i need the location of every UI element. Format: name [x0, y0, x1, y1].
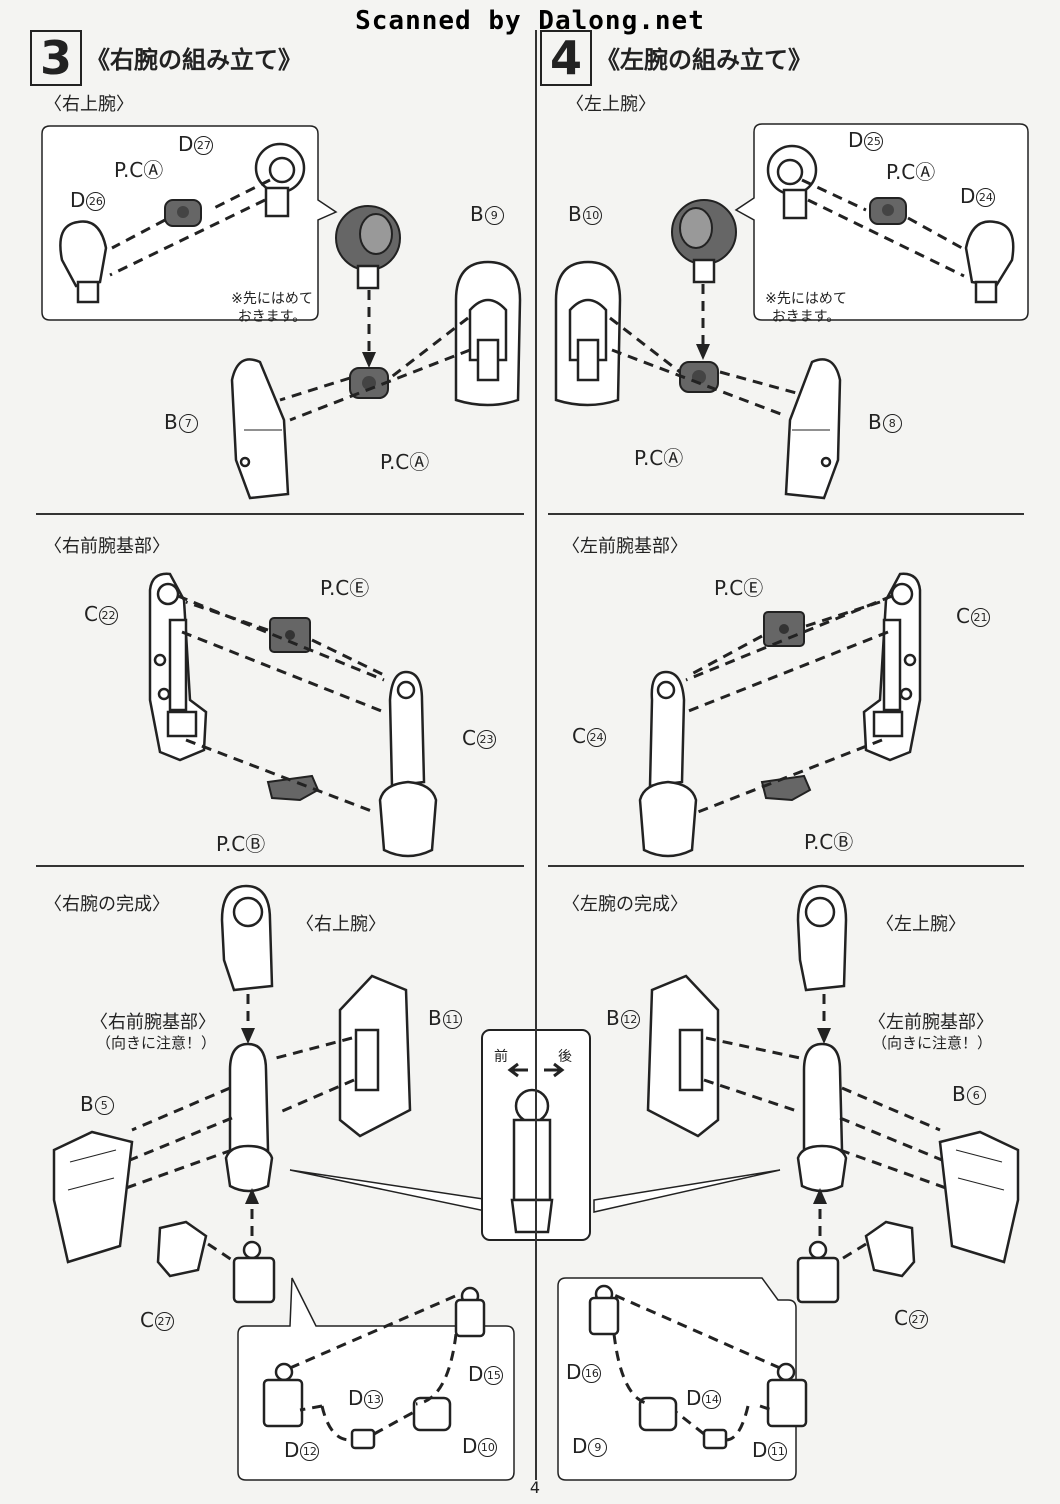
- part-hand-joint-right: [232, 1240, 276, 1304]
- label-front: 前: [494, 1049, 508, 1065]
- part-d10: [412, 1396, 452, 1432]
- part-d9: [638, 1396, 678, 1432]
- part-c23: [378, 670, 438, 858]
- part-b6: [938, 1130, 1020, 1264]
- label-back: 後: [558, 1049, 572, 1065]
- label-pc-a-small-right: P.CⒶ: [114, 158, 164, 182]
- part-left-upper-arm-assembly: [796, 884, 848, 992]
- label-right-forearm-base: 〈右前腕基部〉: [90, 1012, 216, 1033]
- part-d14: [702, 1428, 728, 1450]
- label-pc-a-bottom-left: P.CⒶ: [634, 446, 684, 470]
- note-preassemble-right: ※先にはめて おきます。: [231, 291, 313, 325]
- part-d26: [59, 220, 108, 304]
- part-b12: [646, 974, 720, 1138]
- part-d24: [964, 220, 1015, 304]
- part-c21: [862, 572, 922, 762]
- part-d11: [766, 1362, 808, 1428]
- label-left-upper-arm: 〈左上腕〉: [876, 914, 966, 935]
- part-pc-e-right: [269, 617, 311, 653]
- part-pc-a-small-left: [869, 197, 907, 225]
- scan-credit: Scanned by Dalong.net: [355, 6, 705, 36]
- heading-left-upper-arm: 〈左上腕〉: [566, 94, 656, 115]
- center-divider: [535, 30, 537, 1480]
- label-pc-a-small-left: P.CⒶ: [886, 160, 936, 184]
- part-pc-e-left: [763, 611, 805, 647]
- part-b8: [784, 358, 842, 500]
- label-pc-b-right: P.CⒷ: [216, 832, 266, 856]
- part-d27: [254, 142, 306, 218]
- label-right-upper-arm: 〈右上腕〉: [296, 914, 386, 935]
- part-right-forearm-assembly: [224, 1042, 274, 1193]
- label-pc-b-left: P.CⒷ: [804, 830, 854, 854]
- note-preassemble-left: ※先にはめて おきます。: [765, 291, 847, 325]
- heading-left-arm-complete: 〈左腕の完成〉: [562, 894, 688, 915]
- part-pc-a-small-right: [164, 199, 202, 227]
- part-c27-right: [156, 1220, 208, 1278]
- part-hand-joint-left: [796, 1240, 840, 1304]
- part-c24: [638, 670, 698, 858]
- part-left-forearm-assembly: [796, 1042, 848, 1193]
- step-number-3: 3: [30, 30, 82, 86]
- part-b7: [230, 358, 290, 500]
- part-b5: [52, 1130, 134, 1264]
- part-b11: [338, 974, 412, 1138]
- label-pc-e-left: P.CⒺ: [714, 576, 764, 600]
- heading-left-forearm-base: 〈左前腕基部〉: [562, 536, 688, 557]
- page-number: 4: [529, 1478, 541, 1497]
- part-ball-joint-left: [671, 199, 737, 284]
- part-d15: [454, 1286, 486, 1338]
- part-c22: [148, 572, 208, 762]
- step3-title: 《右腕の組み立て》: [86, 46, 302, 74]
- label-pc-a-bottom-right: P.CⒶ: [380, 450, 430, 474]
- part-pc-b-left: [760, 774, 812, 802]
- label-left-forearm-base: 〈左前腕基部〉: [868, 1012, 994, 1033]
- part-d13: [350, 1428, 376, 1450]
- note-orientation-right: （向きに注意！）: [96, 1034, 217, 1052]
- part-c27-left: [864, 1220, 916, 1278]
- part-pc-b-right: [266, 774, 320, 802]
- heading-right-arm-complete: 〈右腕の完成〉: [44, 894, 170, 915]
- part-b9: [454, 260, 522, 407]
- part-right-upper-arm-assembly: [220, 884, 274, 992]
- part-ball-joint-right: [335, 205, 401, 290]
- part-b10: [554, 260, 622, 407]
- part-d16: [588, 1284, 620, 1336]
- step4-title: 《左腕の組み立て》: [596, 46, 812, 74]
- label-pc-e-right: P.CⒺ: [320, 576, 370, 600]
- part-d12: [262, 1362, 304, 1428]
- heading-right-forearm-base: 〈右前腕基部〉: [44, 536, 170, 557]
- step-number-4: 4: [540, 30, 592, 86]
- heading-right-upper-arm: 〈右上腕〉: [44, 94, 134, 115]
- note-orientation-left: （向きに注意！）: [872, 1034, 993, 1052]
